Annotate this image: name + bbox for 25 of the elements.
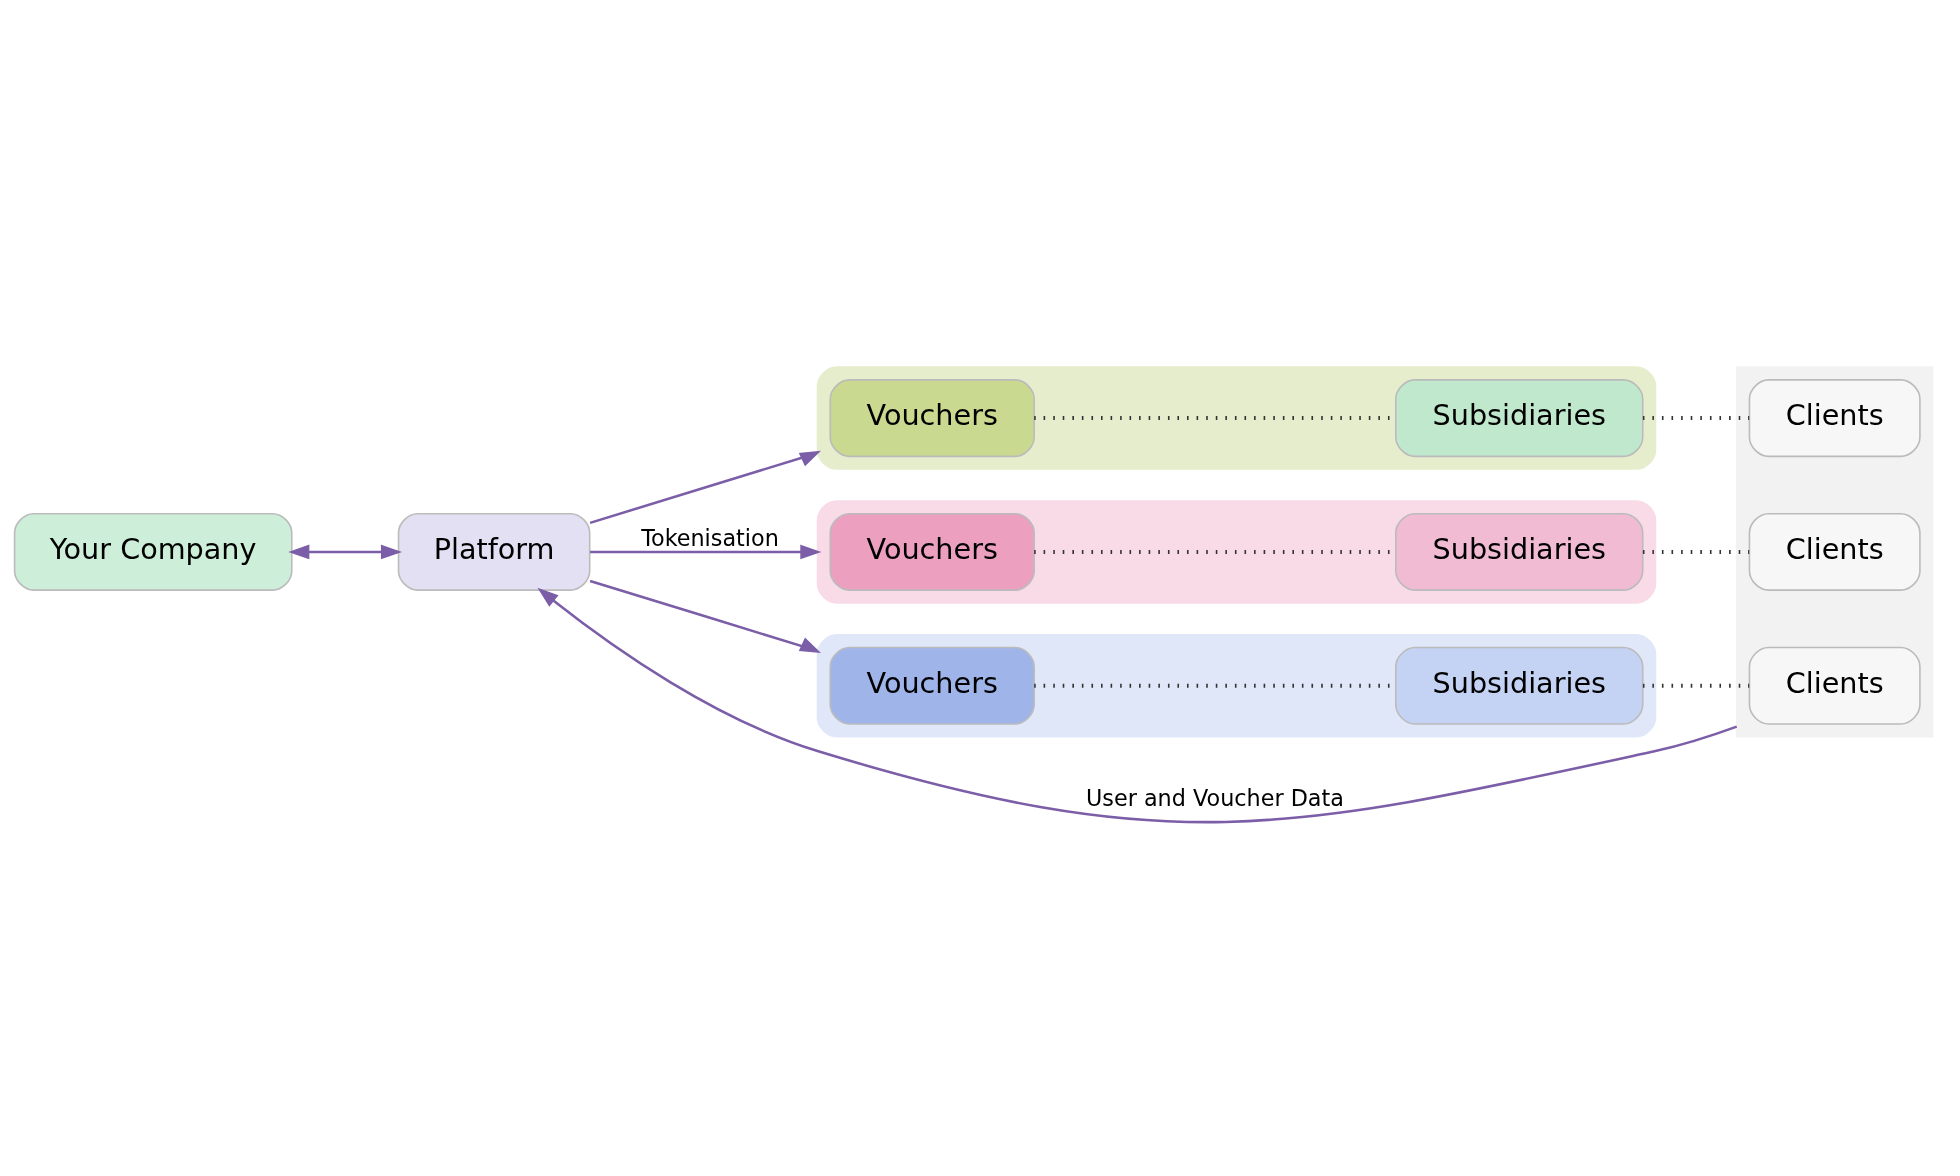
node-box: Subsidiaries [1395,378,1644,457]
node-box: Clients [1748,646,1921,725]
arrow [589,579,821,653]
cluster [816,633,1657,737]
arrow [288,544,402,559]
node-box: Clients [1748,512,1921,591]
node-box: Vouchers [829,646,1035,725]
arrow [537,587,1738,823]
connector [1642,683,1750,688]
arrow [590,544,822,559]
cluster [816,499,1657,604]
edge-label: Tokenisation [641,524,779,551]
cluster [1735,365,1934,737]
node-box: Vouchers [829,378,1035,457]
cluster [816,365,1657,470]
edge-label: User and Voucher Data [1086,784,1344,811]
arrow [589,450,821,524]
node-box: Platform [397,512,591,591]
node-box: Clients [1748,378,1921,457]
node-box: Vouchers [829,512,1035,591]
connector [1642,415,1750,420]
node-box: Subsidiaries [1395,646,1644,725]
connector [1642,549,1750,554]
node-box: Your Company [13,512,293,591]
node-box: Subsidiaries [1395,512,1644,591]
